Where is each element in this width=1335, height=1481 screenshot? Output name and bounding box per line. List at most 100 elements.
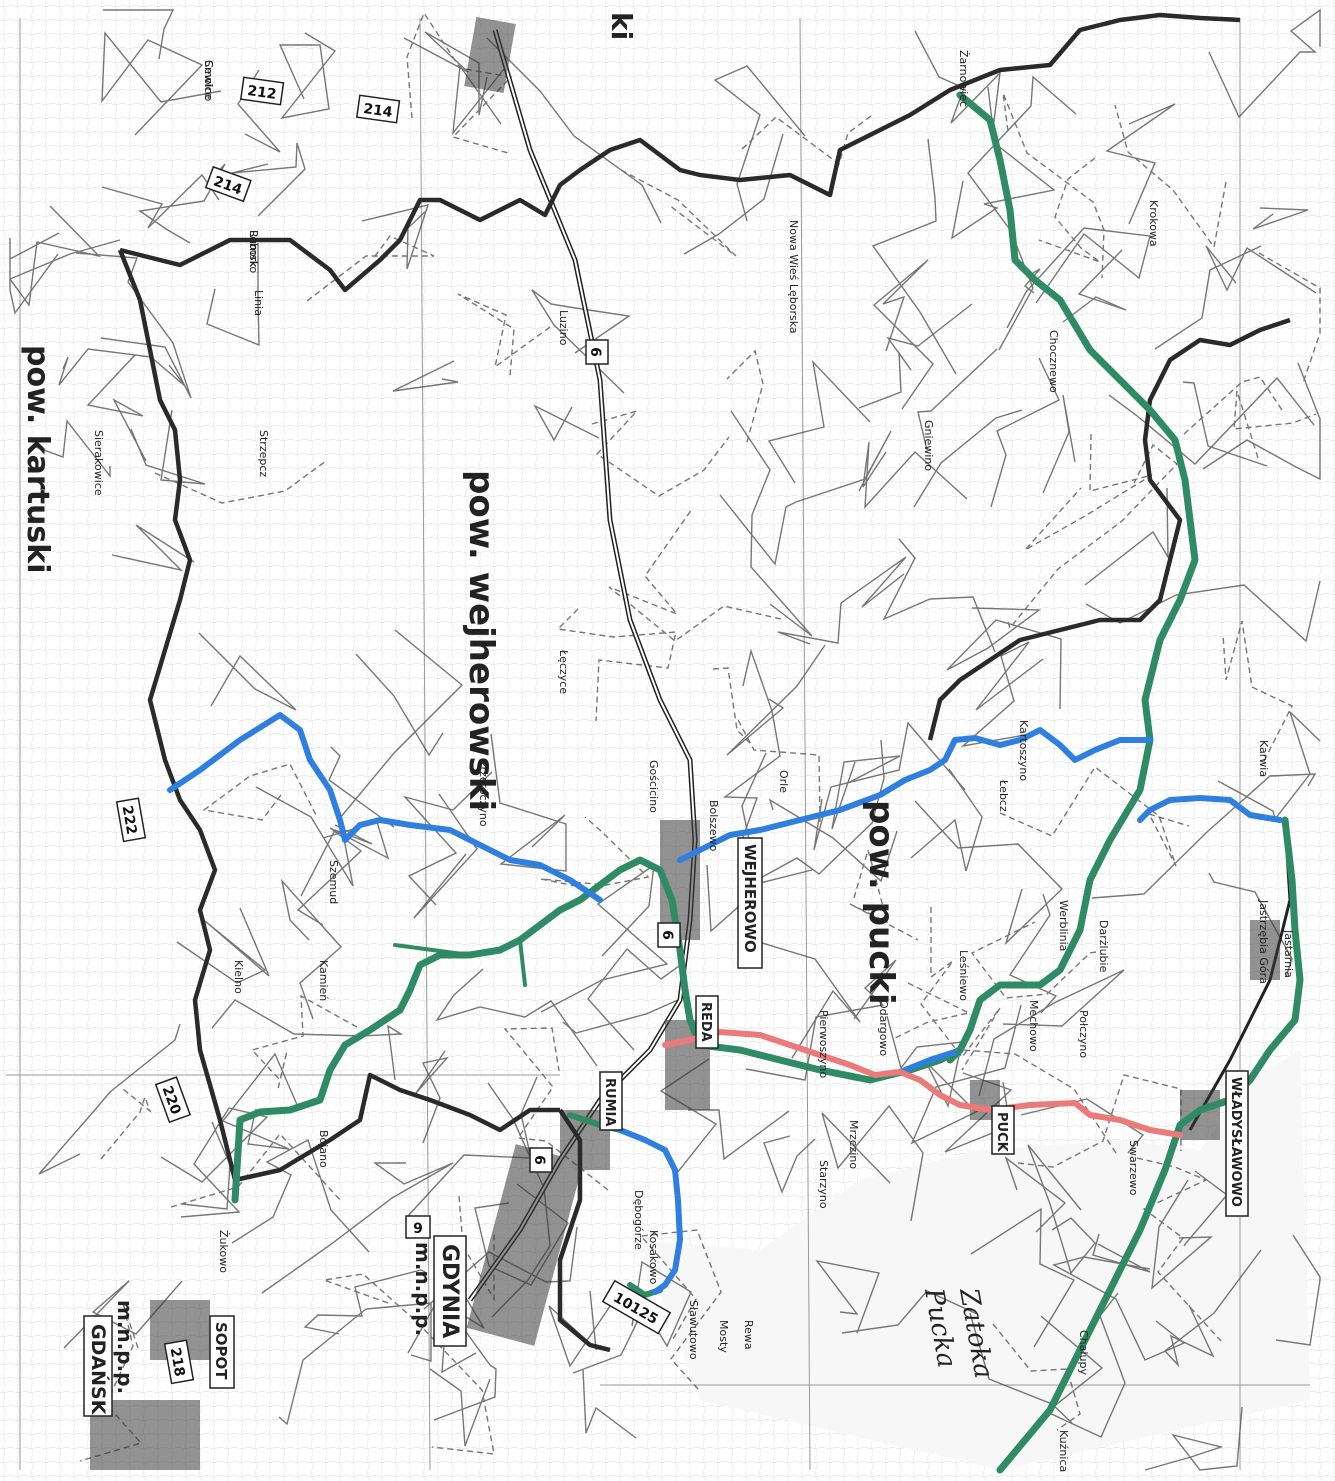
minor-road: [726, 349, 764, 443]
blue-route-puck: [902, 1049, 958, 1073]
minor-road: [415, 1050, 449, 1144]
town-label: Mosty: [717, 1320, 730, 1353]
town-label: Smolno: [202, 60, 215, 101]
minor-road: [831, 755, 901, 830]
town-label: Połczyno: [1077, 1010, 1090, 1058]
minor-road: [490, 733, 567, 872]
minor-road: [1024, 433, 1153, 551]
city-label-rumia: RUMIA: [602, 1078, 617, 1126]
minor-road: [111, 524, 195, 572]
minor-road: [130, 409, 206, 485]
minor-road: [992, 1323, 1081, 1431]
road-number-218: 218: [167, 1346, 188, 1378]
minor-road: [392, 360, 459, 392]
road-badge-9: 9: [405, 1215, 431, 1239]
district-label-top: ki: [605, 12, 638, 40]
minor-road: [967, 75, 1077, 351]
minor-road: [1042, 394, 1076, 494]
minor-road: [872, 259, 934, 410]
minor-road: [413, 793, 478, 919]
minor-road: [206, 243, 260, 347]
minor-road: [862, 441, 968, 509]
minor-road: [913, 409, 1023, 508]
minor-road: [280, 878, 342, 1020]
town-label: Orle: [777, 770, 790, 793]
town-label: Cewice: [202, 60, 215, 100]
border-kartuski-wejherowski: [117, 22, 1101, 1181]
minor-road: [713, 65, 806, 222]
minor-road: [813, 721, 966, 851]
minor-road: [815, 1259, 880, 1334]
minor-road: [556, 608, 677, 722]
blue-route-rumia: [617, 1127, 683, 1295]
minor-road: [154, 460, 327, 504]
minor-road: [1007, 443, 1179, 630]
road-number-6c: 6: [531, 1155, 547, 1165]
minor-road: [1182, 381, 1268, 467]
minor-road: [1208, 8, 1321, 119]
town-label: Mrzezino: [847, 1120, 860, 1169]
district-label-kartuski: pow. kartuski: [20, 345, 55, 574]
minor-road: [582, 1369, 637, 1439]
town-label: Karwia: [1257, 740, 1270, 777]
minor-road: [1136, 1157, 1222, 1342]
minor-road: [1114, 104, 1227, 249]
minor-road: [882, 538, 996, 653]
minor-road: [101, 31, 222, 136]
road-badge-6: 6: [585, 339, 609, 365]
blue-route-north: [167, 712, 603, 903]
road-badge-218: 218: [163, 1339, 195, 1385]
minor-road: [849, 847, 919, 941]
minor-road: [306, 235, 435, 302]
road-badge-6b: 6: [657, 922, 681, 948]
minor-road: [328, 746, 395, 828]
road-number-6: 6: [587, 347, 603, 357]
minor-road: [1151, 1179, 1213, 1290]
green-route-main: [946, 91, 1199, 1064]
minor-road: [250, 994, 358, 1090]
minor-road: [1144, 1406, 1243, 1471]
town-label: Przetoczyno: [477, 760, 490, 827]
minor-road: [221, 1052, 299, 1150]
minor-road: [303, 1269, 426, 1335]
town-label: Łebcz: [997, 779, 1010, 812]
town-label: Gniewino: [922, 420, 935, 471]
town-label: Żukowo: [217, 1230, 230, 1273]
road-badge-212: 212: [239, 76, 285, 106]
town-label: Strzepcz: [257, 430, 270, 477]
minor-road: [355, 653, 444, 757]
minor-road: [531, 289, 631, 394]
minor-road: [768, 798, 898, 883]
minor-road: [176, 907, 270, 984]
minor-road: [1154, 245, 1262, 350]
town-label: Kartoszyno: [1017, 720, 1030, 781]
minor-road: [231, 142, 306, 217]
town-label: Rewa: [742, 1320, 755, 1350]
minor-road: [1233, 390, 1317, 459]
minor-road: [960, 641, 1044, 748]
town-label: Nowa Wieś Lęborska: [787, 220, 800, 334]
minor-road: [821, 1104, 924, 1222]
minor-road: [540, 863, 669, 1013]
minor-road: [970, 1207, 1075, 1348]
town-label: Żarnowiec: [957, 50, 970, 107]
city-label-sopot: SOPOT: [212, 1322, 230, 1380]
town-label: Lębork: [247, 230, 260, 268]
minor-road: [198, 632, 297, 711]
minor-road: [608, 508, 782, 642]
minor-road: [9, 232, 60, 315]
minor-road: [75, 252, 192, 399]
minor-road: [1004, 1156, 1067, 1233]
town-label: Sierakowice: [92, 430, 105, 496]
routes: [167, 91, 1304, 1474]
minor-road: [914, 800, 1063, 946]
town-label: Rumsko: [247, 230, 260, 274]
minor-road: [486, 37, 662, 224]
road-badge-220: 220: [154, 1076, 192, 1124]
minor-road: [917, 348, 998, 451]
minor-road: [920, 907, 1001, 1071]
minor-road: [1202, 362, 1321, 481]
minor-road: [160, 1107, 269, 1218]
city-wladyslawowo: WŁADYSŁAWOWO: [1225, 1070, 1249, 1217]
town-label: Starzyno: [817, 1160, 830, 1209]
